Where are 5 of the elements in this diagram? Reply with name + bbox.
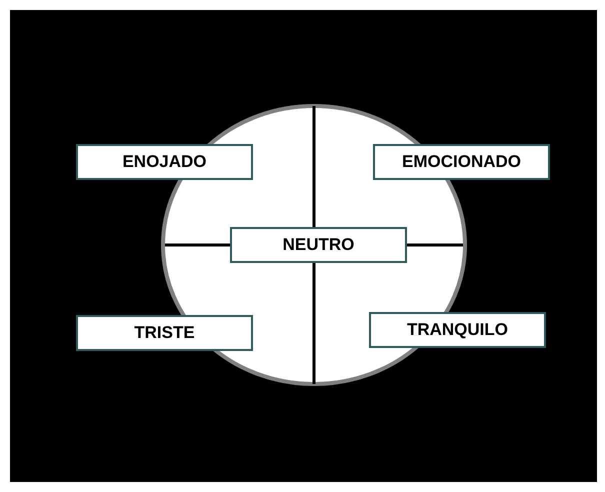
label-box: NEUTRO xyxy=(230,227,407,263)
label-box: ENOJADO xyxy=(76,144,253,180)
label-box: TRISTE xyxy=(76,315,253,351)
label-box: EMOCIONADO xyxy=(373,144,550,180)
label-box: TRANQUILO xyxy=(369,312,546,348)
